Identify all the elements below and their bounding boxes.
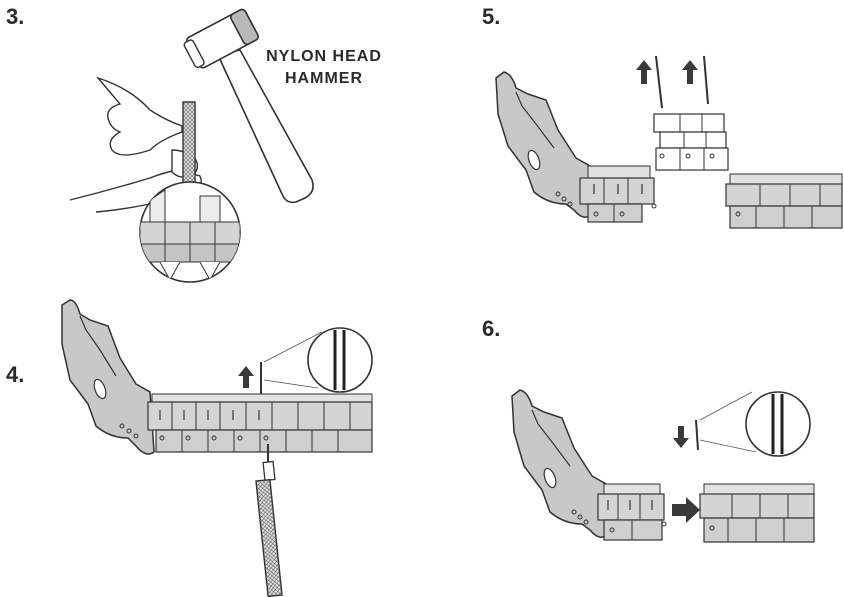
bracelet-links-icon (725, 173, 843, 229)
watch-case-icon (495, 71, 593, 218)
bracelet-links-icon (699, 483, 815, 543)
bracelet-links-icon (653, 113, 729, 171)
arrow-down-icon (673, 426, 689, 448)
pin-icon (695, 419, 699, 451)
step-6-number: 6. (482, 316, 501, 341)
hammer-label-line-2: HAMMER (285, 70, 363, 87)
arrow-up-icon (636, 60, 698, 84)
pin-punch-icon (255, 444, 283, 597)
magnifier-callout-icon (139, 181, 241, 283)
watch-case-icon (61, 299, 155, 455)
arrow-up-icon (238, 366, 254, 388)
hammer-icon (183, 8, 314, 204)
bracelet-links-icon (597, 483, 667, 541)
magnifier-callout-icon (263, 327, 373, 393)
step-4-remove-pin (61, 299, 373, 597)
hammer-label: NYLON HEAD HAMMER (244, 46, 404, 90)
bracelet-links-icon (147, 393, 373, 453)
step-5-number: 5. (482, 4, 501, 29)
step-3-number: 3. (6, 4, 25, 29)
arrow-right-icon (672, 497, 700, 523)
bracelet-links-icon (579, 165, 657, 223)
hammer-label-line-1: NYLON HEAD (266, 48, 382, 65)
step-6-reassemble (511, 389, 815, 543)
step-3-hammer (69, 8, 314, 283)
pin-icon (655, 55, 709, 109)
step-5-separate-links (495, 55, 843, 229)
magnifier-callout-icon (699, 391, 811, 457)
watch-case-icon (511, 389, 609, 538)
step-4-number: 4. (6, 362, 25, 387)
